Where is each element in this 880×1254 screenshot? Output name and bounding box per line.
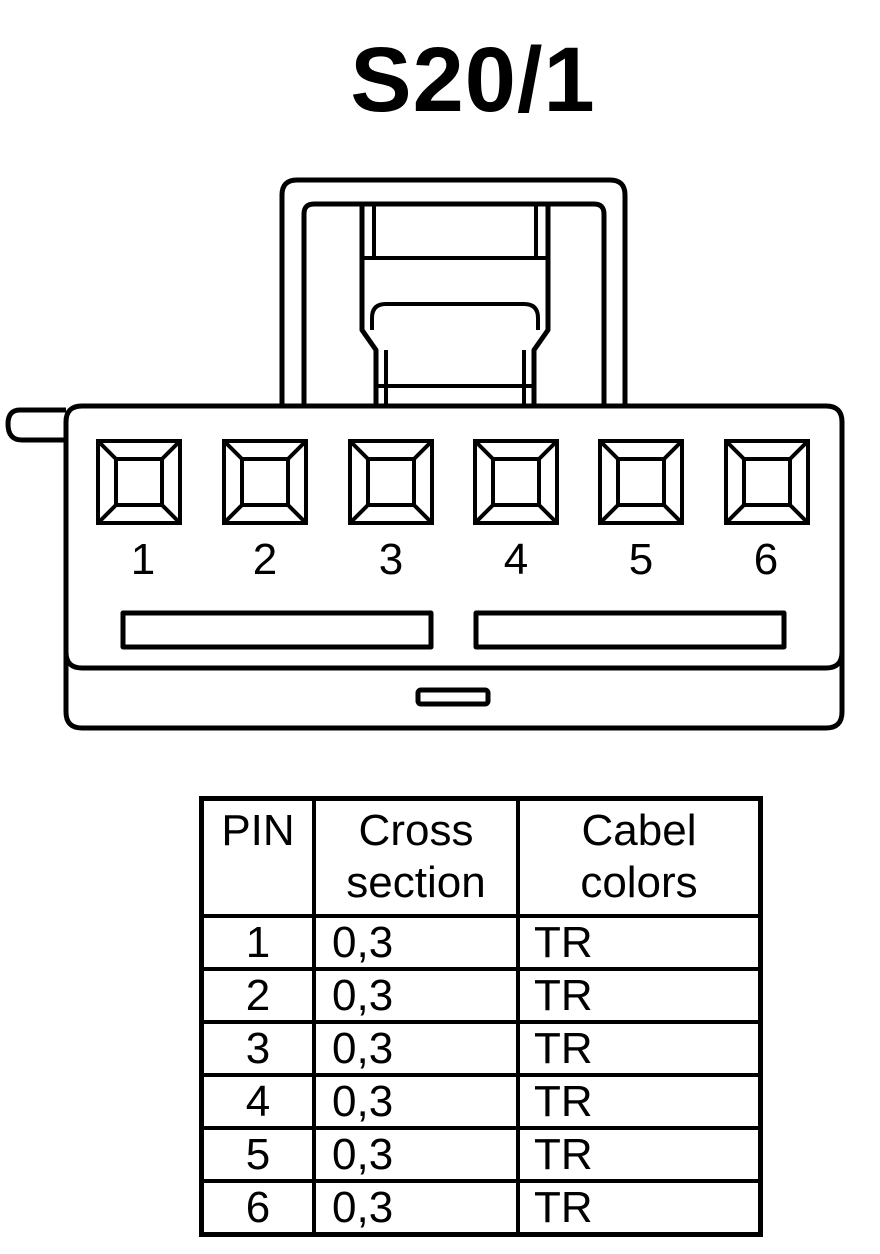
connector-title: S20/1 bbox=[350, 29, 596, 131]
header-cross-section: Cross section bbox=[312, 796, 520, 918]
pin-label: 5 bbox=[629, 535, 653, 584]
cell-cross-section: 0,3 bbox=[312, 967, 520, 1024]
pin-cavity bbox=[222, 439, 308, 525]
bottom-notch bbox=[415, 687, 491, 707]
cell-color: TR bbox=[516, 967, 763, 1024]
cell-pin: 4 bbox=[199, 1073, 316, 1130]
table-row: 6 0,3 TR bbox=[199, 1179, 763, 1237]
cell-color: TR bbox=[516, 1179, 763, 1237]
pin-cavity bbox=[598, 439, 684, 525]
cell-pin: 5 bbox=[199, 1126, 316, 1183]
cell-color: TR bbox=[516, 1020, 763, 1077]
cell-cross-section: 0,3 bbox=[312, 1073, 520, 1130]
cell-pin: 2 bbox=[199, 967, 316, 1024]
connector-diagram: 1 2 3 4 5 6 bbox=[5, 177, 845, 731]
table-row: 2 0,3 TR bbox=[199, 967, 763, 1024]
keying-slot-left bbox=[120, 610, 434, 650]
cell-pin: 6 bbox=[199, 1179, 316, 1237]
side-tab bbox=[5, 407, 66, 443]
cell-pin: 1 bbox=[199, 914, 316, 971]
cell-cross-section: 0,3 bbox=[312, 1126, 520, 1183]
pin-cavity bbox=[724, 439, 810, 525]
table-header-row: PIN Cross section Cabel colors bbox=[199, 796, 763, 918]
table-row: 4 0,3 TR bbox=[199, 1073, 763, 1130]
pin-cavity bbox=[473, 439, 559, 525]
cell-cross-section: 0,3 bbox=[312, 1179, 520, 1237]
keying-slot-right bbox=[473, 610, 787, 650]
pin-label: 6 bbox=[754, 535, 778, 584]
cell-color: TR bbox=[516, 914, 763, 971]
cell-color: TR bbox=[516, 1126, 763, 1183]
cell-cross-section: 0,3 bbox=[312, 914, 520, 971]
pin-table: PIN Cross section Cabel colors 1 0,3 TR … bbox=[199, 796, 763, 1237]
connector-body bbox=[63, 403, 845, 731]
latch-outer bbox=[279, 177, 628, 406]
latch-tongue bbox=[359, 204, 551, 406]
table-row: 5 0,3 TR bbox=[199, 1126, 763, 1183]
header-pin: PIN bbox=[199, 796, 316, 918]
pin-cavity bbox=[348, 439, 434, 525]
pin-label: 3 bbox=[379, 535, 403, 584]
table-row: 3 0,3 TR bbox=[199, 1020, 763, 1077]
table-row: 1 0,3 TR bbox=[199, 914, 763, 971]
pin-label: 2 bbox=[253, 535, 277, 584]
latch-inner bbox=[301, 201, 607, 406]
pin-label: 4 bbox=[504, 535, 528, 584]
cell-color: TR bbox=[516, 1073, 763, 1130]
pin-cavity bbox=[96, 439, 182, 525]
cell-pin: 3 bbox=[199, 1020, 316, 1077]
cell-cross-section: 0,3 bbox=[312, 1020, 520, 1077]
pin-label: 1 bbox=[131, 535, 155, 584]
header-cable-colors: Cabel colors bbox=[516, 796, 763, 918]
